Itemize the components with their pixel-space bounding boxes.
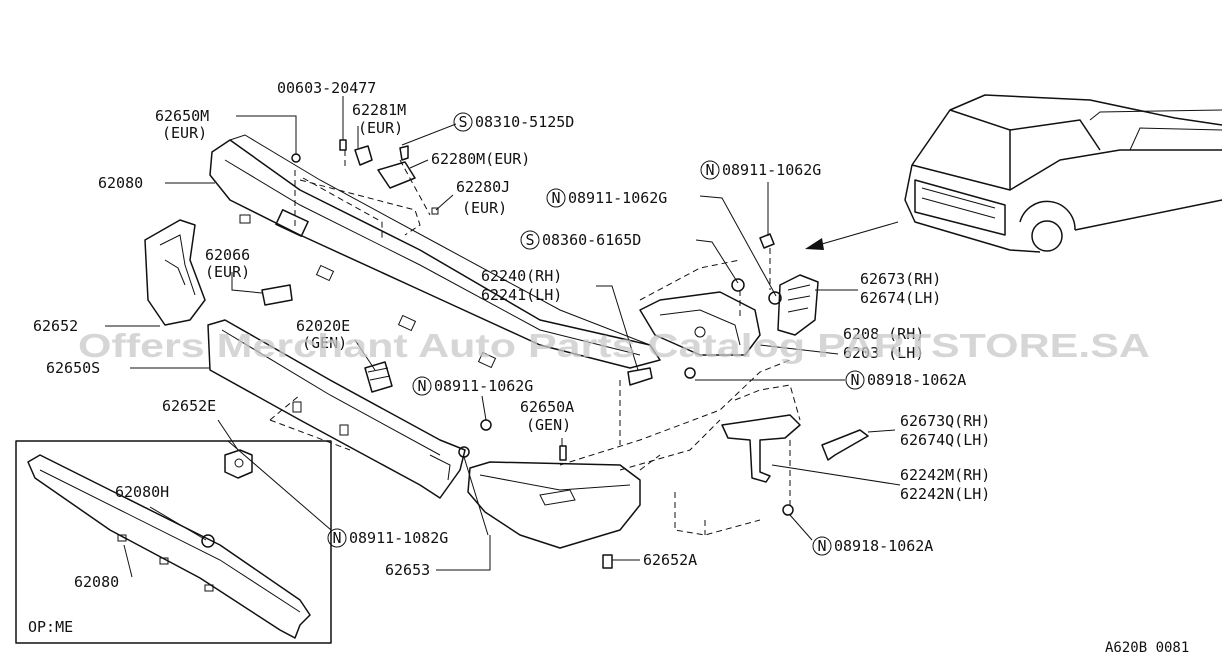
part-62652-side-cover (144, 219, 206, 326)
label-62242n-lh: 62242N(LH) (900, 485, 990, 503)
part-62673-bracket (777, 274, 819, 336)
label-62652e: 62652E (162, 397, 216, 415)
leader-lines (105, 96, 901, 571)
hardware-fasteners (261, 139, 794, 569)
label-62280j-eur: (EUR) (462, 199, 507, 217)
prefix-n-08911-b: N (551, 189, 560, 207)
label-62080h: 62080H (115, 483, 169, 501)
prefix-s-08360: S (525, 231, 534, 249)
part-62650s-lower-valance (207, 319, 466, 499)
label-diagram-code: A620B 0081 (1105, 640, 1189, 656)
prefix-n-08911-1082g: N (332, 529, 341, 547)
label-62650a-gen: (GEN) (526, 416, 571, 434)
prefix-n-08911-c: N (417, 377, 426, 395)
label-62280j: 62280J (456, 178, 510, 196)
label-08918-1062a-b: 08918-1062A (834, 537, 933, 555)
part-62240-side-bracket (639, 291, 761, 356)
label-62281m-eur: (EUR) (358, 119, 403, 137)
label-62241-lh: 62241(LH) (481, 286, 562, 304)
label-00603-20477: 00603-20477 (277, 79, 376, 97)
label-62242m-rh: 62242M(RH) (900, 466, 990, 484)
assembly-lines (269, 150, 801, 536)
label-62673-rh: 62673(RH) (860, 270, 941, 288)
label-08310-5125d: 08310-5125D (475, 113, 574, 131)
label-op-me: OP:ME (28, 618, 73, 636)
part-62653-corner-bumper (467, 461, 641, 549)
prefix-n-08918-b: N (817, 537, 826, 555)
label-62650m: 62650M (155, 107, 209, 125)
direction-arrow (805, 221, 899, 250)
label-62066-eur: (EUR) (205, 263, 250, 281)
label-62650s: 62650S (46, 359, 100, 377)
part-62080-bumper-reinforcement (209, 134, 661, 369)
label-62280m: 62280M(EUR) (431, 150, 530, 168)
label-08911-1062g-a: 08911-1062G (722, 161, 821, 179)
label-62652a: 62652A (643, 551, 697, 569)
part-62242-stay (721, 414, 801, 483)
label-08911-1082g: 08911-1082G (349, 529, 448, 547)
watermark-text: Offers Merchant Auto Parts Catalog PARTS… (78, 327, 1150, 364)
label-62066: 62066 (205, 246, 250, 264)
vehicle-sketch (904, 94, 1223, 253)
label-62020e-gen: (GEN) (302, 334, 347, 352)
part-62673q-bracket (821, 429, 869, 461)
label-62080-top: 62080 (98, 174, 143, 192)
label-6203-rh: 6208 (RH) (843, 325, 924, 343)
inset-option-box (15, 440, 332, 644)
label-08360-6165d: 08360-6165D (542, 231, 641, 249)
label-62674-lh: 62674(LH) (860, 289, 941, 307)
prefix-n-08918-a: N (850, 371, 859, 389)
label-08918-1062a-a: 08918-1062A (867, 371, 966, 389)
label-62674q-lh: 62674Q(LH) (900, 431, 990, 449)
label-6203-lh: 6203 (LH) (843, 344, 924, 362)
label-62653: 62653 (385, 561, 430, 579)
label-62020e: 62020E (296, 317, 350, 335)
prefix-s-08310: S (458, 113, 467, 131)
part-62652e-bracket (224, 449, 253, 479)
label-08911-1062g-b: 08911-1062G (568, 189, 667, 207)
prefix-markers: S N N S N N N N (327, 112, 865, 556)
part-labels: 00603-20477 62650M (EUR) 62281M (EUR) 08… (28, 79, 1189, 656)
label-62652: 62652 (33, 317, 78, 335)
label-62650m-eur: (EUR) (162, 124, 207, 142)
label-62080-inset: 62080 (74, 573, 119, 591)
label-62673q-rh: 62673Q(RH) (900, 412, 990, 430)
label-62281m: 62281M (352, 101, 406, 119)
label-08911-1062g-c: 08911-1062G (434, 377, 533, 395)
prefix-n-08911-a: N (705, 161, 714, 179)
label-62240-rh: 62240(RH) (481, 267, 562, 285)
label-62650a: 62650A (520, 398, 574, 416)
